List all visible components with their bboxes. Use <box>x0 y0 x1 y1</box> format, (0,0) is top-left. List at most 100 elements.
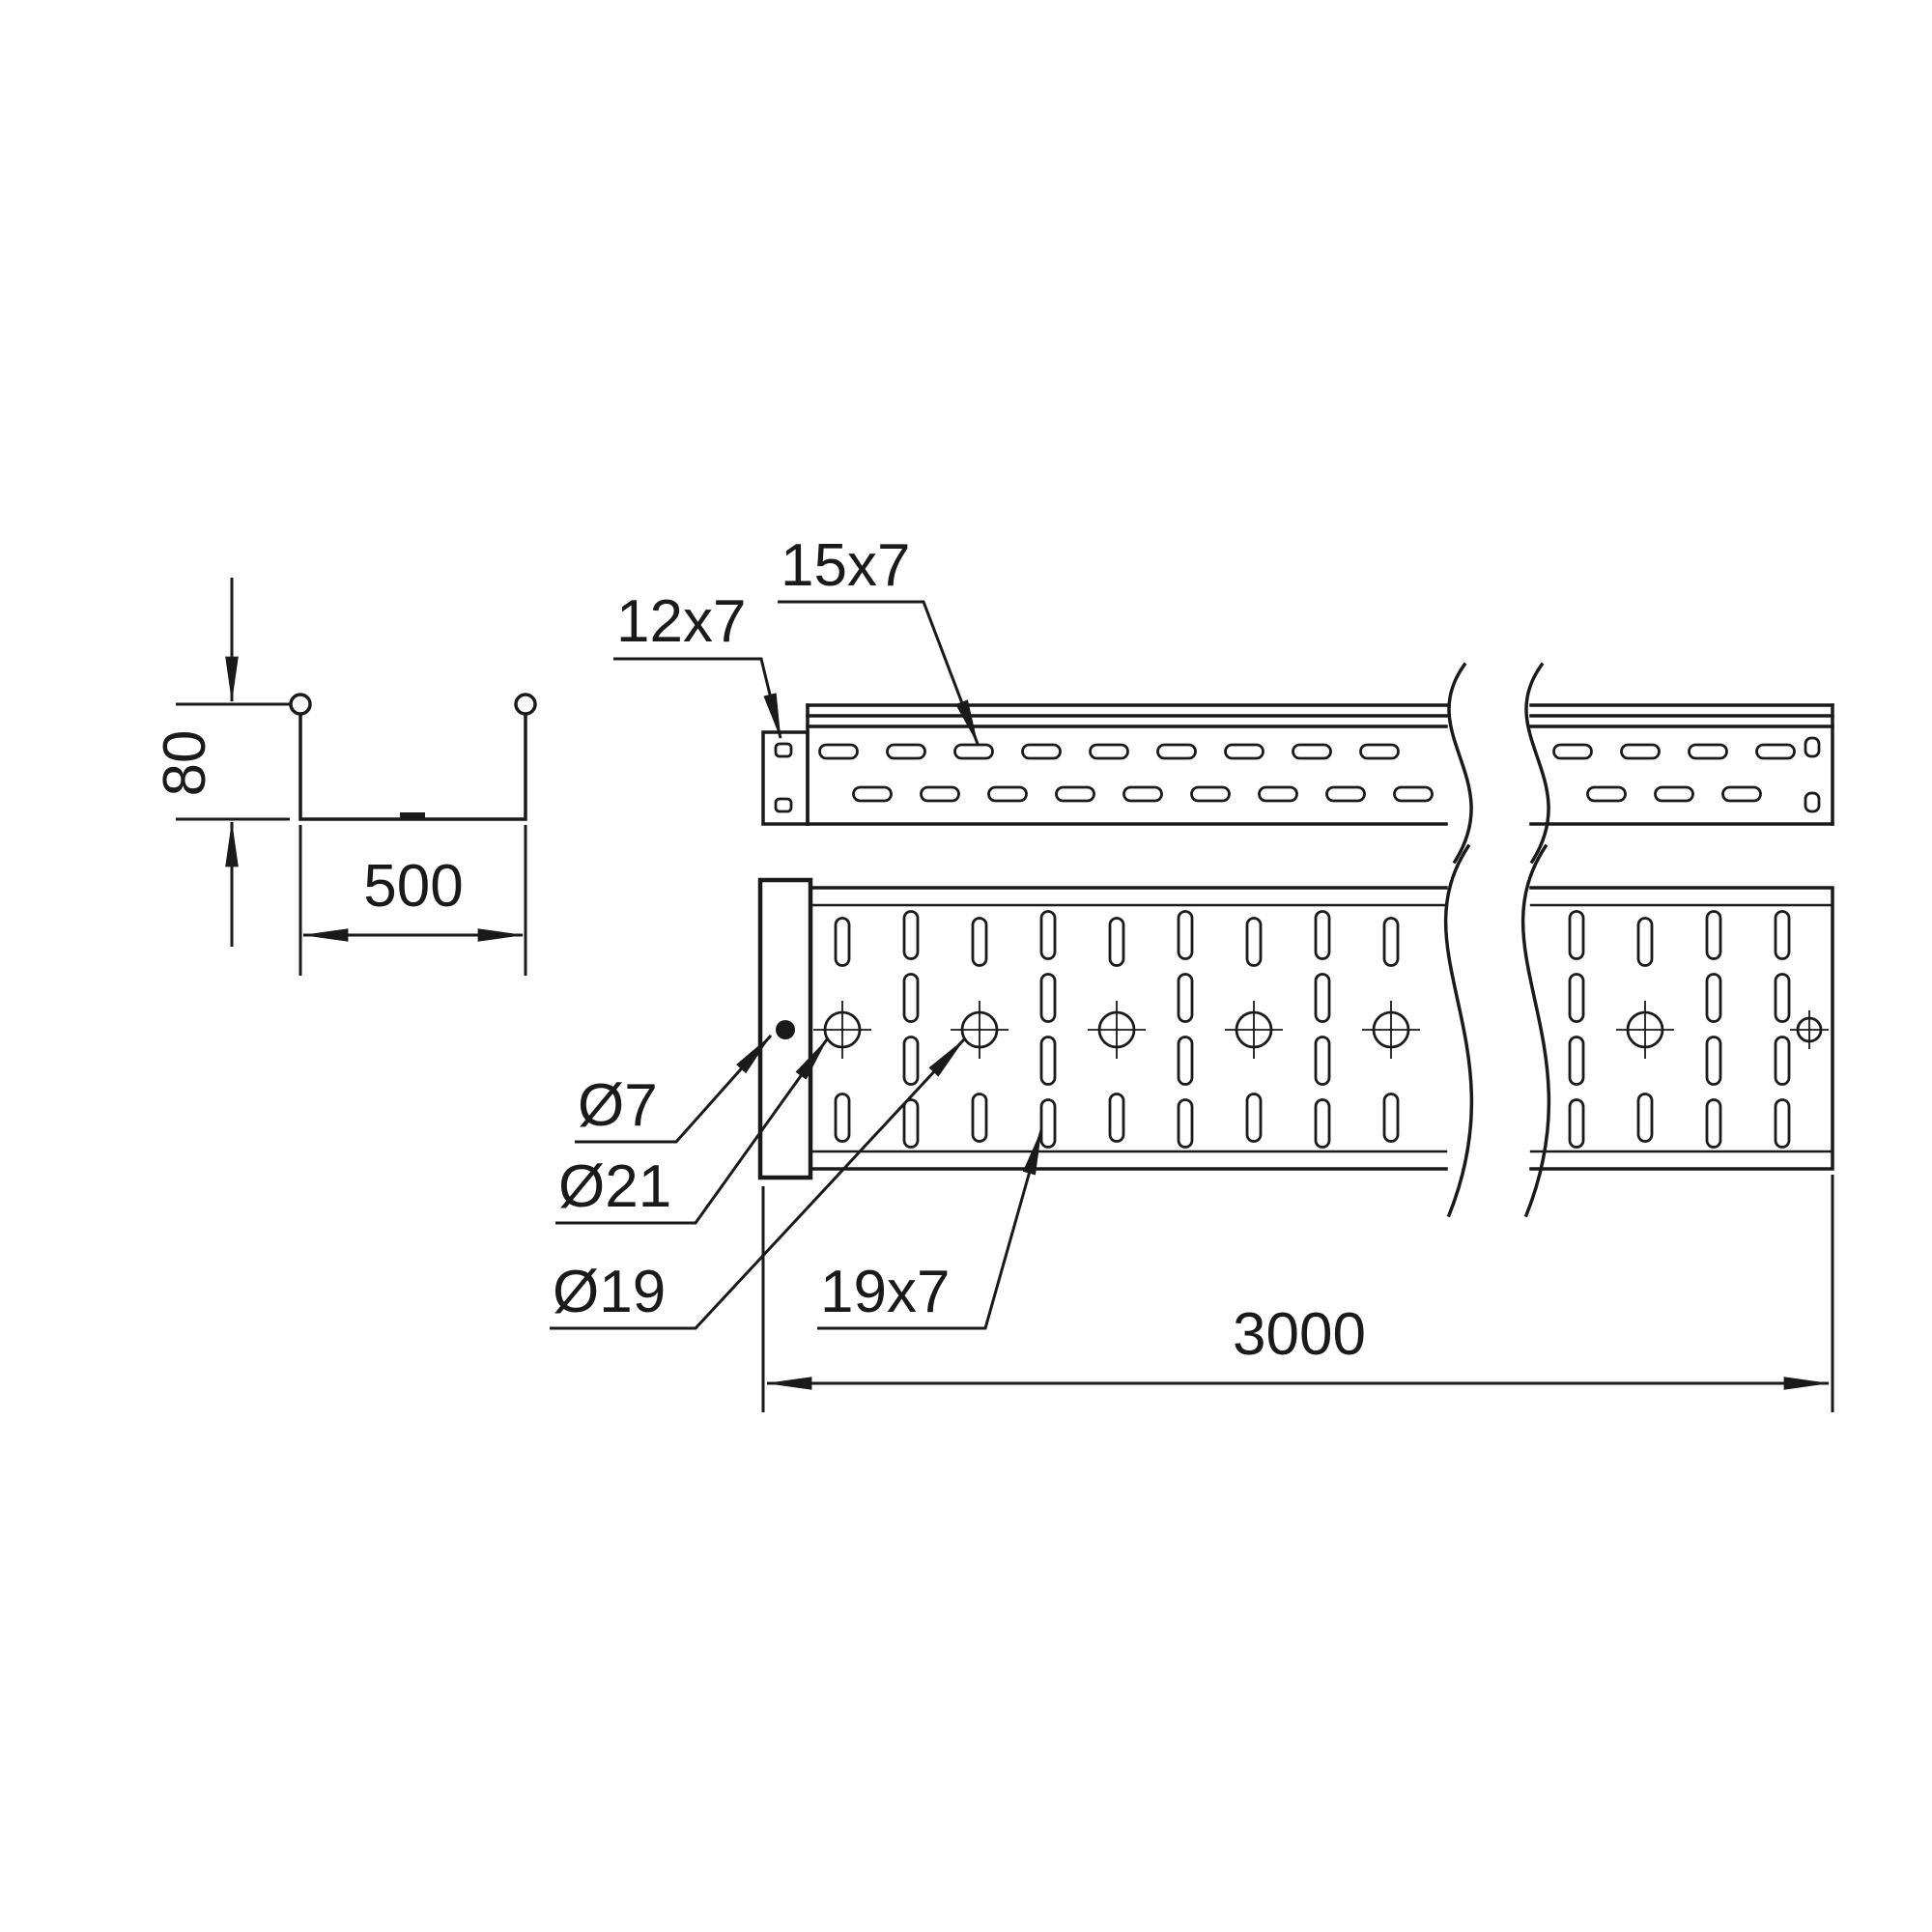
leader-15x7 <box>778 600 980 746</box>
plan-slot <box>1108 917 1125 967</box>
bottom-center-notch <box>400 812 425 820</box>
side-slot <box>1122 785 1163 803</box>
plan-slot <box>1177 973 1194 1023</box>
plan-slot <box>1382 917 1400 967</box>
side-slot <box>1654 785 1694 803</box>
plan-inner-rails <box>809 903 1834 1153</box>
channel-profile <box>298 713 527 821</box>
break-line <box>1520 843 1551 1218</box>
coupler-slot-12x7 <box>774 797 793 813</box>
plan-slot <box>1568 1098 1585 1149</box>
side-slot <box>1021 743 1062 760</box>
end-slot <box>1804 736 1821 758</box>
dim-500-label: 500 <box>363 853 463 920</box>
break-line <box>1443 843 1474 1218</box>
side-slot <box>886 743 926 760</box>
label-dia7: Ø7 <box>578 1072 658 1139</box>
label-dia19: Ø19 <box>553 1259 666 1325</box>
side-view-perforations <box>818 743 1796 803</box>
plan-slot <box>1314 1098 1331 1149</box>
plan-slot <box>971 1093 988 1143</box>
coupler-slot-12x7 <box>774 742 793 758</box>
side-slot <box>1359 743 1400 760</box>
plan-outline <box>809 886 1834 1171</box>
plan-slot <box>1382 1093 1400 1143</box>
side-slot <box>1755 743 1796 760</box>
side-slot <box>1688 743 1728 760</box>
end-slot <box>1804 791 1821 813</box>
side-slot <box>1586 785 1627 803</box>
plan-slot <box>902 1036 920 1086</box>
hole-crosshair <box>1790 1010 1829 1049</box>
plan-slot <box>1177 1098 1194 1149</box>
cross-section-view: 80 500 <box>152 578 537 976</box>
dim-80-label: 80 <box>152 730 218 797</box>
plan-slot <box>902 910 920 960</box>
side-slot <box>1258 785 1298 803</box>
side-slot <box>953 743 994 760</box>
plan-slot <box>1774 910 1791 960</box>
plan-slot <box>1177 910 1194 960</box>
label-12x7: 12x7 <box>616 588 746 655</box>
dimension-width-500: 500 <box>298 825 527 976</box>
plan-view-holes <box>813 1001 1829 1059</box>
plan-slot <box>1636 917 1654 967</box>
label-dia21: Ø21 <box>558 1153 671 1220</box>
hole-crosshair <box>1362 1001 1420 1059</box>
plan-slot <box>1245 917 1263 967</box>
plan-slot <box>834 1093 851 1143</box>
plan-slot <box>1705 973 1722 1023</box>
dim-3000-label: 3000 <box>1233 1301 1366 1368</box>
plan-slot <box>1568 1036 1585 1086</box>
plan-slot <box>902 973 920 1023</box>
side-slot <box>1620 743 1661 760</box>
break-line <box>1524 662 1550 865</box>
top-flange-lines <box>1529 703 1834 728</box>
side-slot <box>852 785 893 803</box>
side-slot <box>818 743 859 760</box>
leader-dia7 <box>575 1034 773 1144</box>
side-slot <box>1089 743 1129 760</box>
label-19x7: 19x7 <box>820 1259 950 1325</box>
top-flange-lines <box>806 703 1448 728</box>
plan-slot <box>1636 1093 1654 1143</box>
side-slot <box>987 785 1028 803</box>
plan-slot <box>1039 973 1057 1023</box>
plan-view-perforations <box>834 910 1791 1149</box>
side-slot <box>1055 785 1095 803</box>
leader-12x7 <box>613 657 782 740</box>
plan-slot <box>1774 1098 1791 1149</box>
plan-slot <box>1314 973 1331 1023</box>
plan-slot <box>1245 1093 1263 1143</box>
plan-slot <box>1039 910 1057 960</box>
callouts: 12x7 15x7 Ø7 Ø21 Ø19 19x7 <box>550 532 1043 1330</box>
hole-crosshair <box>1616 1001 1674 1059</box>
side-slot <box>1393 785 1434 803</box>
plan-slot <box>1177 1036 1194 1086</box>
label-15x7: 15x7 <box>781 532 910 599</box>
plan-slot <box>1039 1036 1057 1086</box>
left-flange-bead <box>289 693 312 716</box>
leader-19x7 <box>817 1128 1043 1330</box>
side-slot <box>920 785 960 803</box>
hole-crosshair <box>813 1001 871 1059</box>
side-slot <box>1552 743 1593 760</box>
side-slot <box>1292 743 1332 760</box>
plan-slot <box>1108 1093 1125 1143</box>
side-slot <box>1325 785 1366 803</box>
plan-slot <box>1774 973 1791 1023</box>
leader-dia19 <box>550 1037 966 1330</box>
hole-crosshair <box>1225 1001 1283 1059</box>
hole-crosshair <box>1088 1001 1146 1059</box>
plan-slot <box>1314 910 1331 960</box>
side-slot <box>1224 743 1264 760</box>
side-slot <box>1190 785 1231 803</box>
side-slot <box>1721 785 1762 803</box>
plan-view: 3000 <box>757 843 1834 1412</box>
plan-slot <box>1568 910 1585 960</box>
plan-slot <box>834 917 851 967</box>
plan-slot <box>1039 1098 1057 1149</box>
hole-dia7 <box>776 1020 795 1039</box>
